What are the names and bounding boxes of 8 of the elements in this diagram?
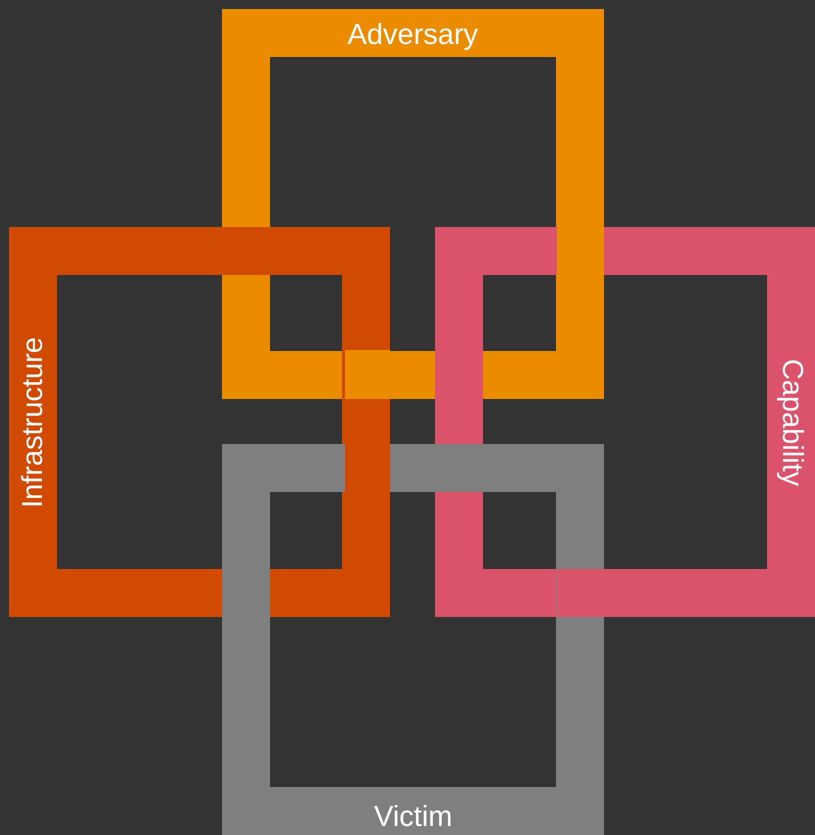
frame-label: Adversary [348, 20, 478, 50]
frame-label: Infrastructure [18, 336, 48, 508]
square-frame [9, 227, 390, 617]
frame-label: Victim [374, 802, 452, 832]
square-frame [435, 227, 815, 617]
frame-label: Capability [776, 358, 806, 486]
square-frame [222, 9, 604, 399]
square-frame [222, 444, 604, 835]
